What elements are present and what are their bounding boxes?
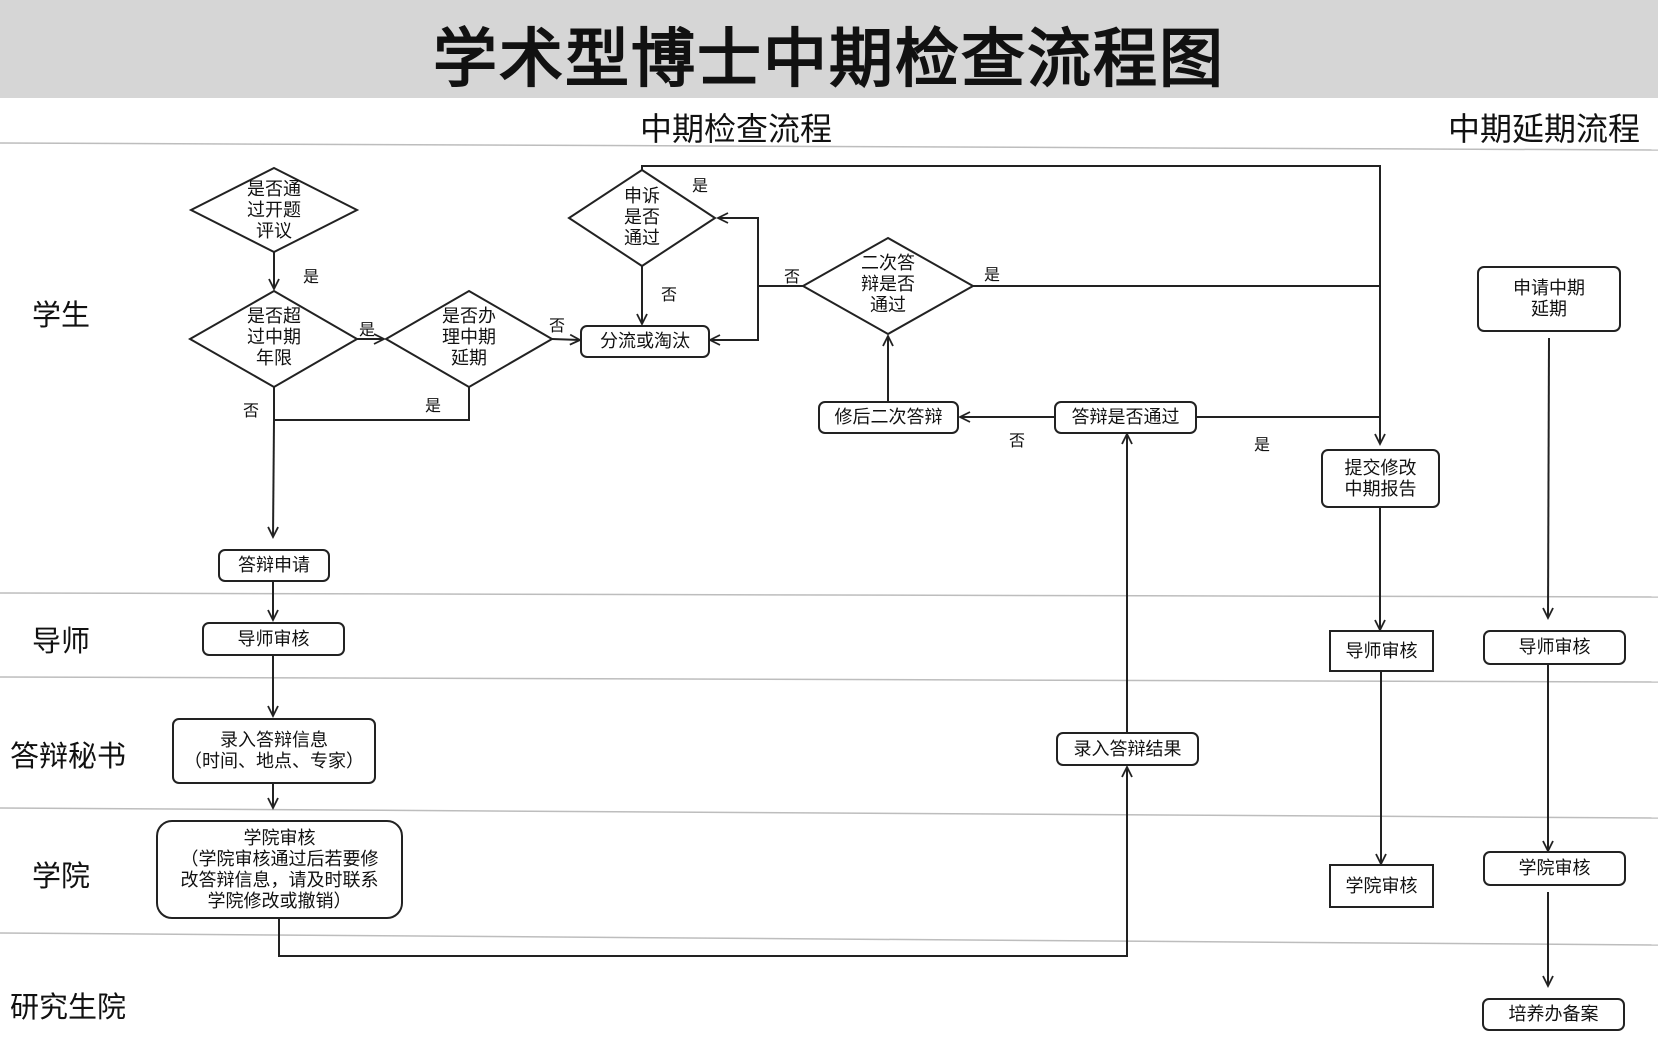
lane-student: 学生 (32, 298, 91, 332)
edge-label-yes: 是 (359, 320, 376, 339)
edge-label-no: 否 (784, 267, 801, 286)
edge-label-yes: 是 (303, 267, 320, 286)
edge-label-yes: 是 (425, 396, 442, 415)
box-diversion: 分流或淘汰 (580, 325, 710, 358)
edge-to-defense-apply (267, 419, 279, 540)
box-submit-report: 提交修改 中期报告 (1321, 449, 1440, 508)
decision-over-time-limit-text: 是否超 过中期 年限 (247, 306, 301, 369)
lane-college: 学院 (32, 859, 91, 893)
edge-second-no-to-diversion (707, 286, 759, 346)
edge-delay-to-advisor (1542, 337, 1554, 621)
box-college-review: 学院审核 （学院审核通过后若要修 改答辩信息，请及时联系 学院修改或撤销） (156, 820, 403, 919)
edge-label-no: 否 (1009, 431, 1026, 450)
section-main-title: 中期检查流程 (640, 110, 833, 148)
lane-divider (0, 932, 1658, 946)
edge-appeal-yes-to-submit (641, 165, 1386, 447)
decision-appeal-passed-text: 申诉 是否 通过 (624, 186, 660, 249)
edge-second-no-to-appeal (715, 212, 759, 286)
box-second-defense: 修后二次答辩 (818, 401, 959, 434)
box-advisor-review-2: 导师审核 (1329, 630, 1434, 672)
decision-apply-delay-text: 是否办 理中期 延期 (442, 306, 496, 369)
edge-label-no: 否 (661, 285, 678, 304)
box-apply-delay: 申请中期 延期 (1477, 266, 1621, 332)
lane-divider (0, 807, 1658, 819)
edge-label-yes: 是 (984, 265, 1001, 284)
edge-label-no: 否 (243, 401, 260, 420)
box-advisor-review-3: 导师审核 (1483, 630, 1626, 665)
box-college-review-2: 学院审核 (1329, 864, 1434, 908)
edge-label-yes: 是 (1254, 435, 1271, 454)
edge-college-to-result (278, 764, 1133, 957)
box-training-office: 培养办备案 (1482, 998, 1625, 1031)
edge-overtime-no-merge (273, 387, 470, 421)
lane-secretary: 答辩秘书 (10, 739, 127, 773)
page-title: 学术型博士中期检查流程图 (433, 23, 1225, 97)
box-defense-passed: 答辩是否通过 (1054, 401, 1197, 434)
lane-divider (0, 592, 1658, 598)
lane-graduate-school: 研究生院 (10, 990, 127, 1024)
box-college-review-3: 学院审核 (1483, 851, 1626, 886)
box-enter-info: 录入答辩信息 （时间、地点、专家） (172, 718, 376, 784)
section-delay-title: 中期延期流程 (1448, 110, 1641, 148)
box-enter-result: 录入答辩结果 (1056, 732, 1199, 766)
edge-label-no: 否 (549, 316, 566, 335)
lane-advisor: 导师 (32, 624, 91, 658)
lane-divider (0, 676, 1658, 683)
box-advisor-review: 导师审核 (202, 622, 345, 656)
decision-second-defense-passed-text: 二次答 辩是否 通过 (861, 253, 915, 316)
title-bar (0, 0, 1658, 98)
decision-proposal-passed-text: 是否通 过开题 评议 (247, 179, 301, 242)
edge-label-yes: 是 (692, 176, 709, 195)
edge-delay-no-to-diversion (551, 333, 583, 346)
box-defense-apply: 答辩申请 (218, 549, 330, 582)
lane-divider (0, 142, 1658, 151)
